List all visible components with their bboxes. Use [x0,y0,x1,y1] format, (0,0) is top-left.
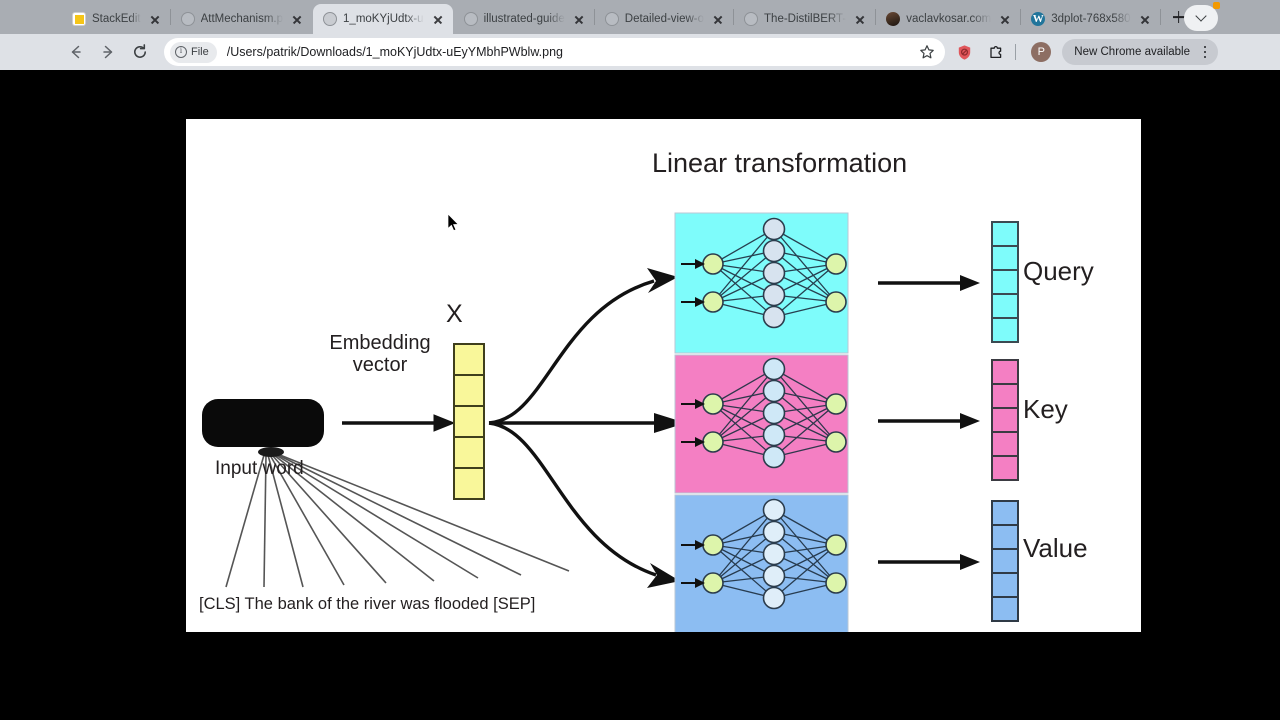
wordpress-icon: W [1031,12,1046,26]
update-badge [1213,2,1220,9]
forward-arrow-icon[interactable] [94,38,122,66]
tab-3dplot[interactable]: W 3dplot-768x580 [1021,4,1159,34]
tab-separator [733,9,735,25]
tab-attmechanism[interactable]: AttMechanism.p [171,4,312,34]
query-label: Query [1023,256,1094,286]
globe-icon [463,12,478,26]
tab-strip: StackEdit AttMechanism.p 1_moKYjUdtx-u i… [0,0,1280,34]
toolbar-divider [1015,44,1017,60]
key-label: Key [1023,394,1068,424]
tab-stackedit[interactable]: StackEdit [62,4,170,34]
tab-1-mokyjudtx[interactable]: 1_moKYjUdtx-u [313,4,453,34]
tab-illustrated-guide[interactable]: illustrated-guide [454,4,594,34]
file-scheme-chip[interactable]: File [170,41,217,63]
tab-separator [1159,9,1161,25]
tab-title: AttMechanism.p [200,13,284,25]
tab-detailed-view[interactable]: Detailed-view-o [595,4,733,34]
tab-title: StackEdit [92,13,141,25]
embedding-vector-label: Embedding vector [329,332,431,376]
tab-title: Detailed-view-o [624,13,705,25]
x-label: X [446,300,463,328]
info-icon [175,45,187,58]
star-icon[interactable] [919,44,935,60]
close-icon[interactable] [1137,11,1153,27]
sentence-label: [CLS] The bank of the river was flooded … [199,595,536,613]
close-icon[interactable] [852,11,868,27]
update-label: New Chrome available [1074,46,1190,58]
tab-vaclavkosar[interactable]: vaclavkosar.com [876,4,1020,34]
tab-separator [875,9,877,25]
close-icon[interactable] [289,11,305,27]
close-icon[interactable] [147,11,163,27]
input-word-label: Input word [215,458,304,479]
kebab-menu-icon[interactable] [1196,43,1214,61]
chevron-down-icon[interactable] [1184,2,1220,31]
shield-icon[interactable] [951,39,977,65]
profile-initial: P [1031,42,1052,62]
tab-title: The-DistilBERT- [764,13,847,25]
close-icon[interactable] [571,11,587,27]
linear-transformation-diagram: Linear transformation Embedding vector X… [186,119,1141,632]
globe-icon [180,12,195,26]
globe-icon [744,12,759,26]
browser-chrome: StackEdit AttMechanism.p 1_moKYjUdtx-u i… [0,0,1280,70]
diagram-title: Linear transformation [652,148,908,178]
address-bar[interactable]: File /Users/patrik/Downloads/1_moKYjUdtx… [164,38,946,66]
tab-separator [1020,9,1022,25]
tab-title: 3dplot-768x580 [1051,13,1131,25]
back-arrow-icon[interactable] [62,38,90,66]
photo-icon [886,12,901,26]
displayed-image[interactable]: Linear transformation Embedding vector X… [186,119,1141,632]
tab-title: vaclavkosar.com [906,13,992,25]
globe-icon [323,12,338,26]
tab-title: 1_moKYjUdtx-u [343,13,424,25]
file-chip-label: File [191,46,209,58]
stackedit-icon [72,12,86,26]
value-label: Value [1023,533,1088,563]
tab-the-distilbert[interactable]: The-DistilBERT- [734,4,875,34]
puzzle-extension-icon[interactable] [983,39,1009,65]
close-icon[interactable] [430,11,446,27]
reload-icon[interactable] [126,38,154,66]
browser-toolbar: File /Users/patrik/Downloads/1_moKYjUdtx… [0,34,1280,70]
tab-search-area [1184,2,1220,31]
url-text: /Users/patrik/Downloads/1_moKYjUdtx-uEyY… [226,45,563,59]
image-viewer-backdrop: Linear transformation Embedding vector X… [0,70,1280,720]
tab-title: illustrated-guide [483,13,565,25]
globe-icon [604,12,619,26]
avatar[interactable]: P [1028,39,1054,65]
diagram-graphics [202,212,1019,632]
chrome-update-button[interactable]: New Chrome available [1062,39,1218,65]
tab-separator [169,9,171,25]
close-icon[interactable] [997,11,1013,27]
tab-separator [593,9,595,25]
close-icon[interactable] [710,11,726,27]
